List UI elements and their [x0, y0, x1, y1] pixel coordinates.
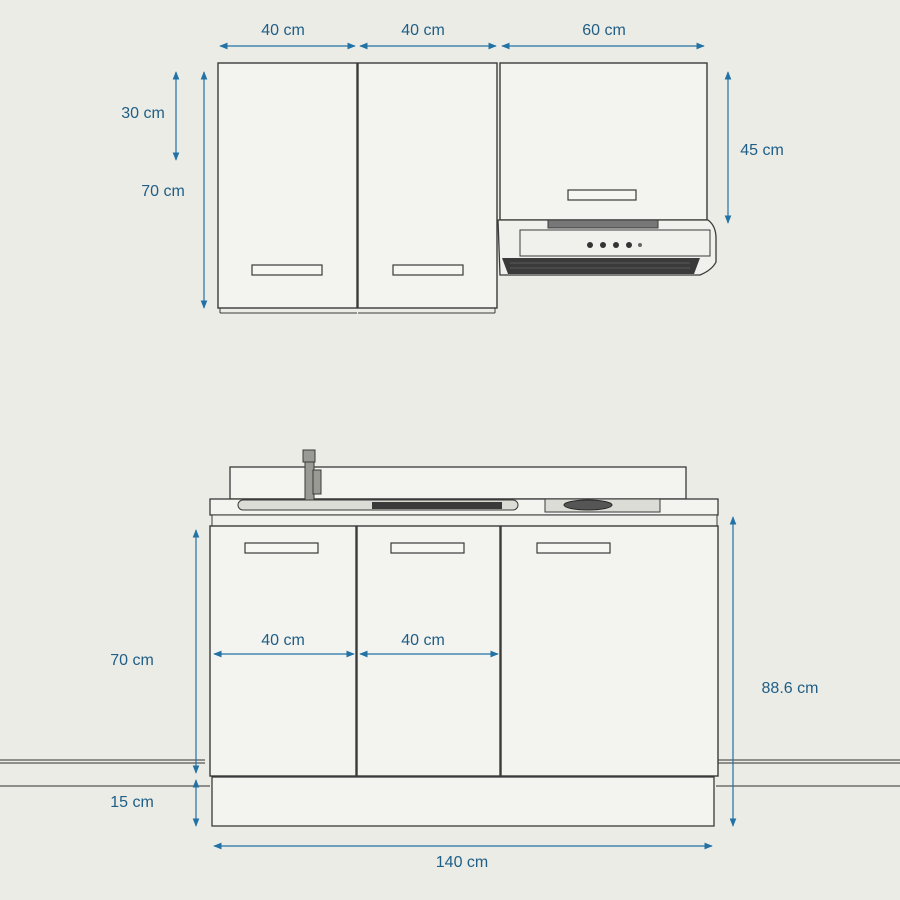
hood-cabinet: [499, 62, 708, 221]
hood-knob-icon: [587, 242, 593, 248]
label-upper-height: 70 cm: [141, 183, 185, 200]
hood-cabinet-handle: [567, 189, 637, 201]
label-total-height: 88.6 cm: [762, 680, 819, 697]
base-right-handle: [536, 542, 611, 554]
base-left-handle: [244, 542, 319, 554]
label-plinth-height: 15 cm: [110, 794, 154, 811]
hood-knob-icon: [626, 242, 632, 248]
label-base-mid-width: 40 cm: [401, 632, 445, 649]
label-hood-width: 60 cm: [582, 22, 626, 39]
hood-control-panel: [519, 229, 711, 257]
faucet-icon: [302, 449, 322, 501]
upper-cabinet-left: [217, 62, 358, 314]
range-hood: [497, 219, 717, 276]
base-cabinet-right: [500, 525, 719, 777]
label-upper-left-width: 40 cm: [261, 22, 305, 39]
hood-filter-vent: [502, 258, 700, 274]
upper-cabinet-mid: [357, 62, 498, 314]
base-cabinet-left: [209, 525, 357, 777]
label-base-left-width: 40 cm: [261, 632, 305, 649]
plinth: [211, 776, 715, 827]
label-total-width: 140 cm: [436, 854, 488, 871]
label-upper-offset: 30 cm: [121, 105, 165, 122]
base-mid-handle: [390, 542, 465, 554]
base-cabinet-mid: [356, 525, 501, 777]
upper-mid-handle: [392, 264, 464, 276]
upper-left-handle: [251, 264, 323, 276]
burner-icon: [563, 499, 613, 511]
hood-knob-icon: [613, 242, 619, 248]
label-hood-height: 45 cm: [740, 142, 784, 159]
label-base-height: 70 cm: [110, 652, 154, 669]
backsplash: [229, 466, 687, 500]
label-upper-mid-width: 40 cm: [401, 22, 445, 39]
cooktop: [544, 498, 661, 513]
sink: [237, 499, 519, 511]
floor-lines: [0, 759, 900, 787]
hood-knob-icon: [600, 242, 606, 248]
